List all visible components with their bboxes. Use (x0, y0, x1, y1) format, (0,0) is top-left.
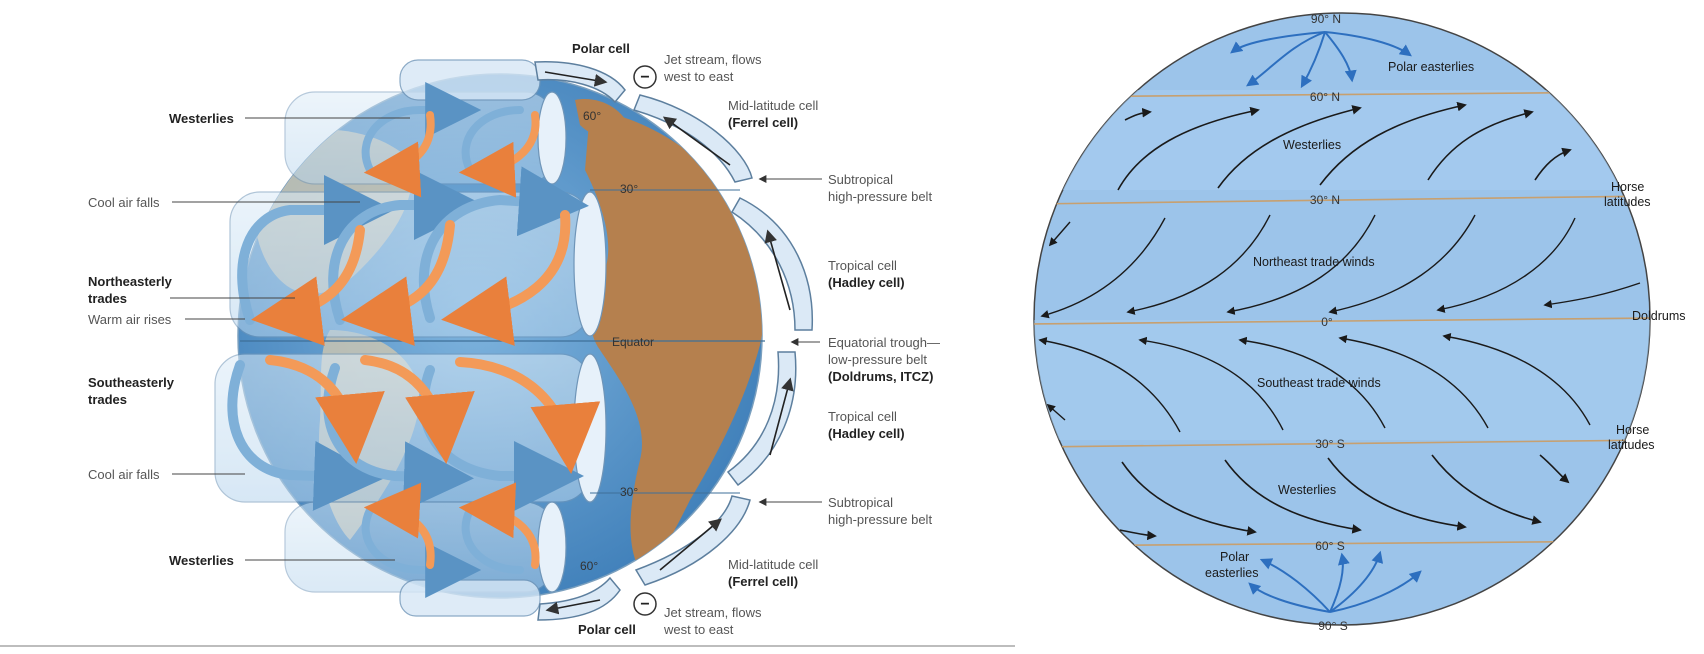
label-westerlies-s: Westerlies (1278, 483, 1336, 497)
label-se-trade-winds: Southeast trade winds (1257, 376, 1381, 390)
label-subtrop-bottom-2: high-pressure belt (828, 512, 932, 527)
label-polar-easterlies-n: Polar easterlies (1388, 60, 1474, 74)
hadley-loops-south (227, 355, 601, 512)
label-midlat-top-1: Mid-latitude cell (728, 98, 818, 113)
label-90n: 90° N (1311, 12, 1341, 26)
leader-lines (170, 117, 822, 561)
label-horse-s-1: Horse (1616, 423, 1649, 437)
label-subtrop-bottom-1: Subtropical (828, 495, 893, 510)
se-trade-wind-arrows (1038, 332, 1591, 433)
label-eq-trough-1: Equatorial trough— (828, 335, 940, 350)
label-polar-cell-bottom: Polar cell (578, 622, 636, 637)
westerlies-south-arrows (1119, 454, 1570, 541)
label-30n: 30° N (1310, 193, 1340, 207)
label-30s: 30° S (1315, 437, 1344, 451)
ne-trade-wind-arrows (1040, 214, 1641, 319)
label-60s: 60° S (1315, 539, 1344, 553)
label-ne-trades-2: trades (88, 291, 127, 306)
label-horse-n-2: latitudes (1604, 195, 1651, 209)
label-polar-cell-top: Polar cell (572, 41, 630, 56)
label-se-trades-2: trades (88, 392, 127, 407)
label-tropical-top-1: Tropical cell (828, 258, 897, 273)
polar-cap-top (399, 59, 541, 101)
label-jet-bottom-1: Jet stream, flows (664, 605, 762, 620)
label-midlat-bottom-2: (Ferrel cell) (728, 574, 798, 589)
label-subtrop-top-1: Subtropical (828, 172, 893, 187)
label-ne-trades-1: Northeasterly (88, 274, 173, 289)
polar-cap-bottom (399, 579, 541, 617)
label-eq-trough-3: (Doldrums, ITCZ) (828, 369, 933, 384)
label-lat-30-top: 30° (620, 182, 638, 196)
svg-text:−: − (640, 69, 649, 86)
svg-text:−: − (640, 596, 649, 613)
label-polar-easterlies-s-1: Polar (1220, 550, 1249, 564)
jet-stream-symbol-top: − (633, 65, 657, 89)
label-lat-60-top: 60° (583, 109, 601, 123)
label-jet-bottom-2: west to east (663, 622, 734, 637)
label-tropical-bottom-2: (Hadley cell) (828, 426, 905, 441)
label-90s: 90° S (1318, 619, 1347, 633)
label-jet-top-2: west to east (663, 69, 734, 84)
cell-circulation-arrows (544, 71, 794, 615)
label-warm-air-rises: Warm air rises (88, 312, 172, 327)
label-westerlies-n: Westerlies (1283, 138, 1341, 152)
label-horse-n-1: Horse (1611, 180, 1644, 194)
label-eq-trough-2: low-pressure belt (828, 352, 927, 367)
label-tropical-bottom-1: Tropical cell (828, 409, 897, 424)
label-lat-30-bottom: 30° (620, 485, 638, 499)
label-subtrop-top-2: high-pressure belt (828, 189, 932, 204)
label-midlat-bottom-1: Mid-latitude cell (728, 557, 818, 572)
ferrel-loops (361, 82, 540, 598)
polar-easterlies-south-arrows (1248, 550, 1422, 613)
jet-stream-symbol-bottom: − (633, 592, 657, 616)
label-0: 0° (1321, 315, 1333, 329)
label-westerlies-bottom: Westerlies (169, 553, 234, 568)
label-lat-60-bottom: 60° (580, 559, 598, 573)
label-cool-air-falls-bottom: Cool air falls (88, 467, 160, 482)
label-jet-top-1: Jet stream, flows (664, 52, 762, 67)
label-ne-trade-winds: Northeast trade winds (1253, 255, 1375, 269)
label-60n: 60° N (1310, 90, 1340, 104)
label-horse-s-2: latitudes (1608, 438, 1655, 452)
label-polar-easterlies-s-2: easterlies (1205, 566, 1259, 580)
right-diagram: 90° N Polar easterlies 60° N Westerlies … (1033, 12, 1686, 633)
label-westerlies-top: Westerlies (169, 111, 234, 126)
label-tropical-top-2: (Hadley cell) (828, 275, 905, 290)
label-se-trades-1: Southeasterly (88, 375, 175, 390)
westerlies-north-arrows (1117, 101, 1572, 191)
label-equator: Equator (612, 335, 654, 349)
label-midlat-top-2: (Ferrel cell) (728, 115, 798, 130)
southern-band-ferrel (284, 501, 567, 593)
left-diagram: − − Westerlies Cool air falls Northeaste… (88, 41, 940, 637)
polar-easterlies-north-arrows (1230, 31, 1412, 89)
label-cool-air-falls-top: Cool air falls (88, 195, 160, 210)
label-doldrums: Doldrums (1632, 309, 1686, 323)
